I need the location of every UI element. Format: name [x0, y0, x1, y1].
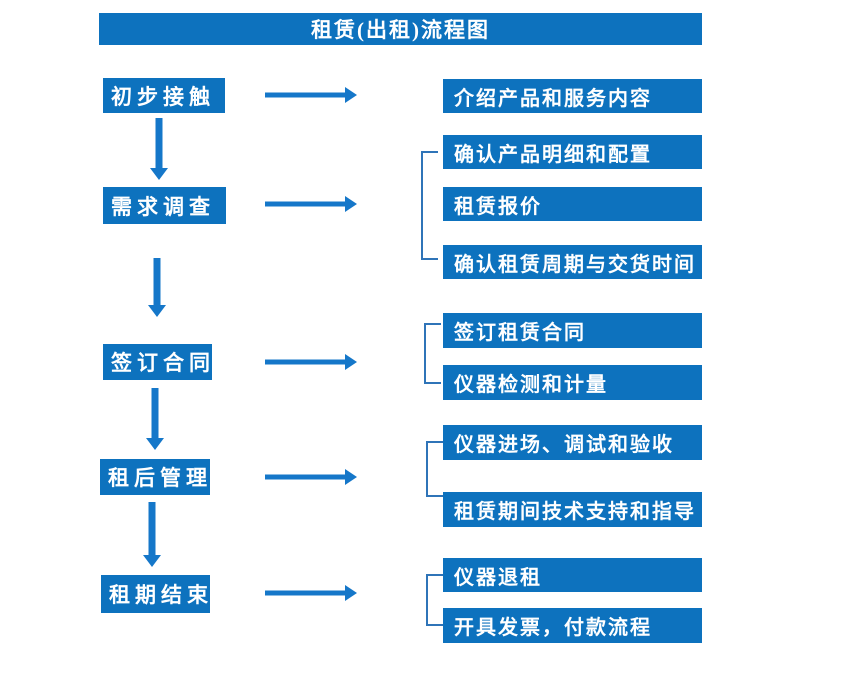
group-bracket [424, 323, 441, 384]
stage-rental-end: 租期结束 [101, 575, 210, 613]
down-arrow [150, 118, 168, 180]
right-arrow-shaft [265, 92, 346, 98]
group-bracket [426, 441, 443, 497]
right-arrow-shaft [265, 590, 346, 596]
down-arrow-shaft [151, 388, 159, 439]
stage-post-rental-management: 租后管理 [100, 459, 210, 495]
output-instrument-installation: 仪器进场、调试和验收 [443, 425, 702, 460]
output-invoice-payment: 开具发票，付款流程 [443, 608, 702, 643]
right-arrow [265, 354, 357, 370]
right-arrow-head [345, 585, 357, 601]
down-arrow-head [148, 305, 166, 317]
output-confirm-product-details: 确认产品明细和配置 [443, 135, 702, 169]
down-arrow-shaft [153, 258, 161, 306]
right-arrow [265, 585, 357, 601]
stage-initial-contact: 初步接触 [103, 78, 225, 113]
right-arrow-head [345, 87, 357, 103]
right-arrow-shaft [265, 474, 346, 480]
right-arrow-shaft [265, 201, 346, 207]
flowchart-title: 租赁(出租)流程图 [99, 13, 702, 45]
right-arrow-head [345, 196, 357, 212]
output-instrument-inspection: 仪器检测和计量 [443, 365, 702, 400]
right-arrow-head [345, 469, 357, 485]
output-instrument-return: 仪器退租 [443, 558, 702, 592]
right-arrow [265, 87, 357, 103]
output-technical-support: 租赁期间技术支持和指导 [443, 492, 702, 527]
output-confirm-rental-period: 确认租赁周期与交货时间 [443, 245, 702, 279]
down-arrow-shaft [148, 502, 156, 556]
output-introduce-products: 介绍产品和服务内容 [443, 79, 702, 113]
right-arrow [265, 196, 357, 212]
down-arrow-head [150, 168, 168, 180]
output-rental-quote: 租赁报价 [443, 187, 702, 221]
stage-sign-contract: 签订合同 [103, 344, 212, 380]
down-arrow [143, 502, 161, 567]
down-arrow [148, 258, 166, 317]
group-bracket [421, 151, 438, 260]
right-arrow-head [345, 354, 357, 370]
down-arrow-head [143, 555, 161, 567]
stage-demand-survey: 需求调查 [103, 187, 226, 224]
down-arrow-shaft [155, 118, 163, 169]
right-arrow [265, 469, 357, 485]
output-sign-rental-contract: 签订租赁合同 [443, 313, 702, 348]
group-bracket [426, 574, 443, 626]
right-arrow-shaft [265, 359, 346, 365]
down-arrow [146, 388, 164, 450]
down-arrow-head [146, 438, 164, 450]
